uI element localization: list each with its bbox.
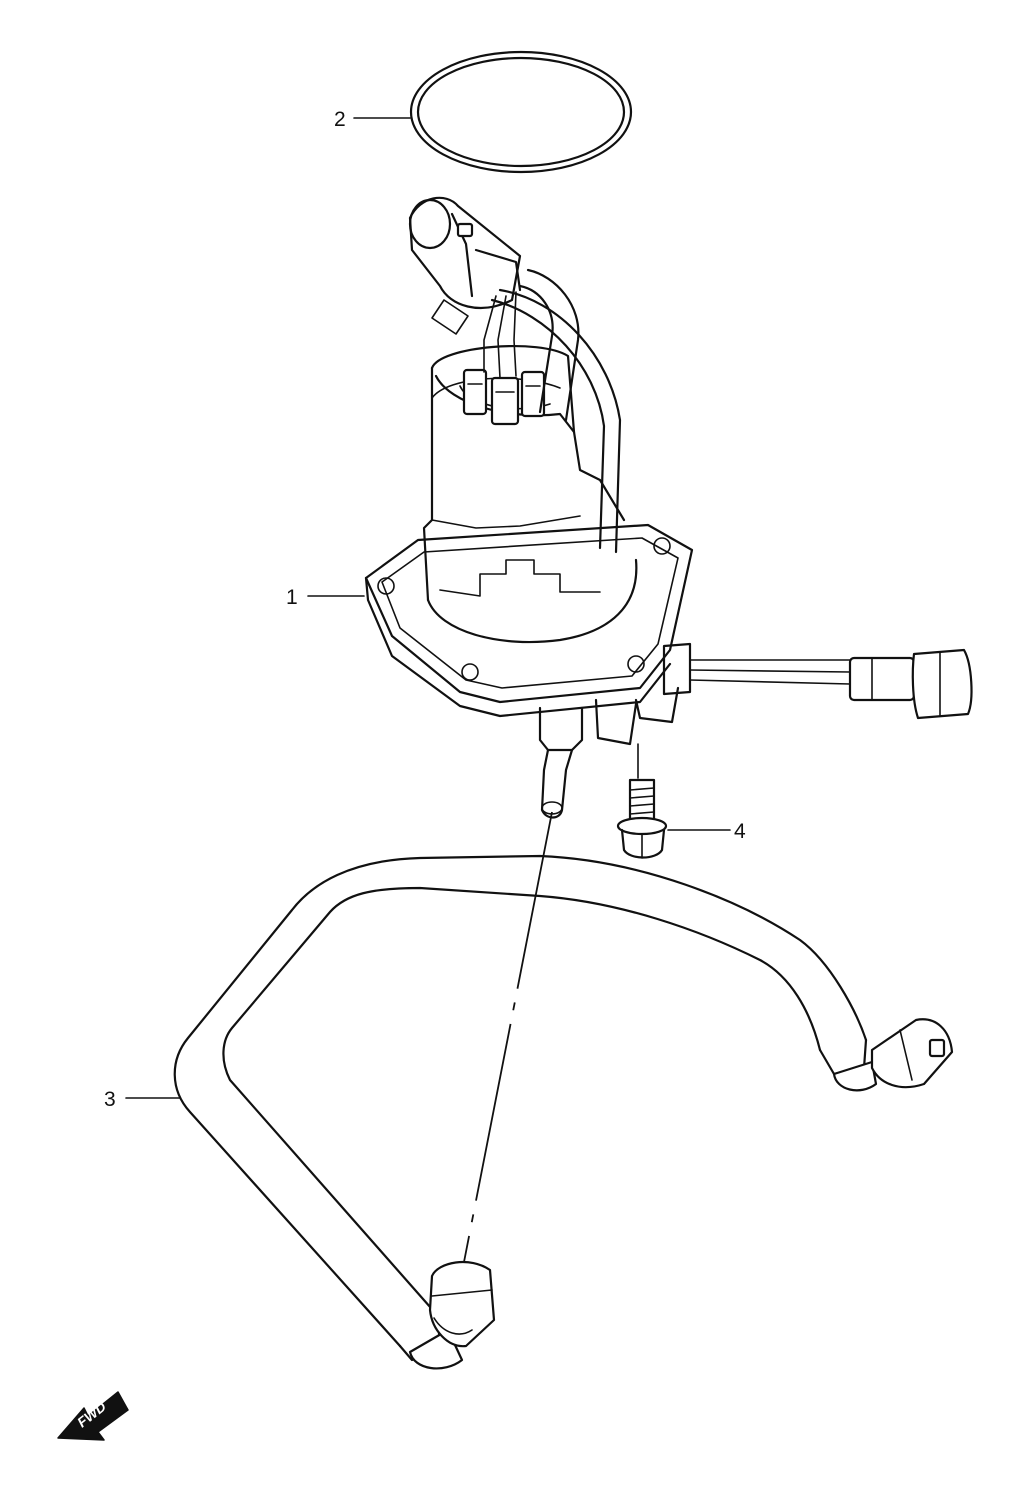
assembly-line <box>463 811 553 1263</box>
callout-label-1: 1 <box>286 586 298 609</box>
arrow-left-down-icon <box>57 1391 129 1441</box>
fuel-hose[interactable] <box>173 854 954 1370</box>
callout-4[interactable]: 4 <box>667 820 746 843</box>
callout-1[interactable]: 1 <box>286 586 365 609</box>
bolt[interactable] <box>616 778 668 859</box>
o-ring[interactable] <box>409 50 633 174</box>
callout-2[interactable]: 2 <box>334 108 411 131</box>
callout-label-3: 3 <box>104 1088 116 1111</box>
fuel-pump-assembly[interactable] <box>364 196 973 819</box>
callout-3[interactable]: 3 <box>104 1088 181 1111</box>
callout-label-2: 2 <box>334 108 346 131</box>
fwd-indicator: FWD <box>57 1391 129 1441</box>
callout-label-4: 4 <box>734 820 746 843</box>
